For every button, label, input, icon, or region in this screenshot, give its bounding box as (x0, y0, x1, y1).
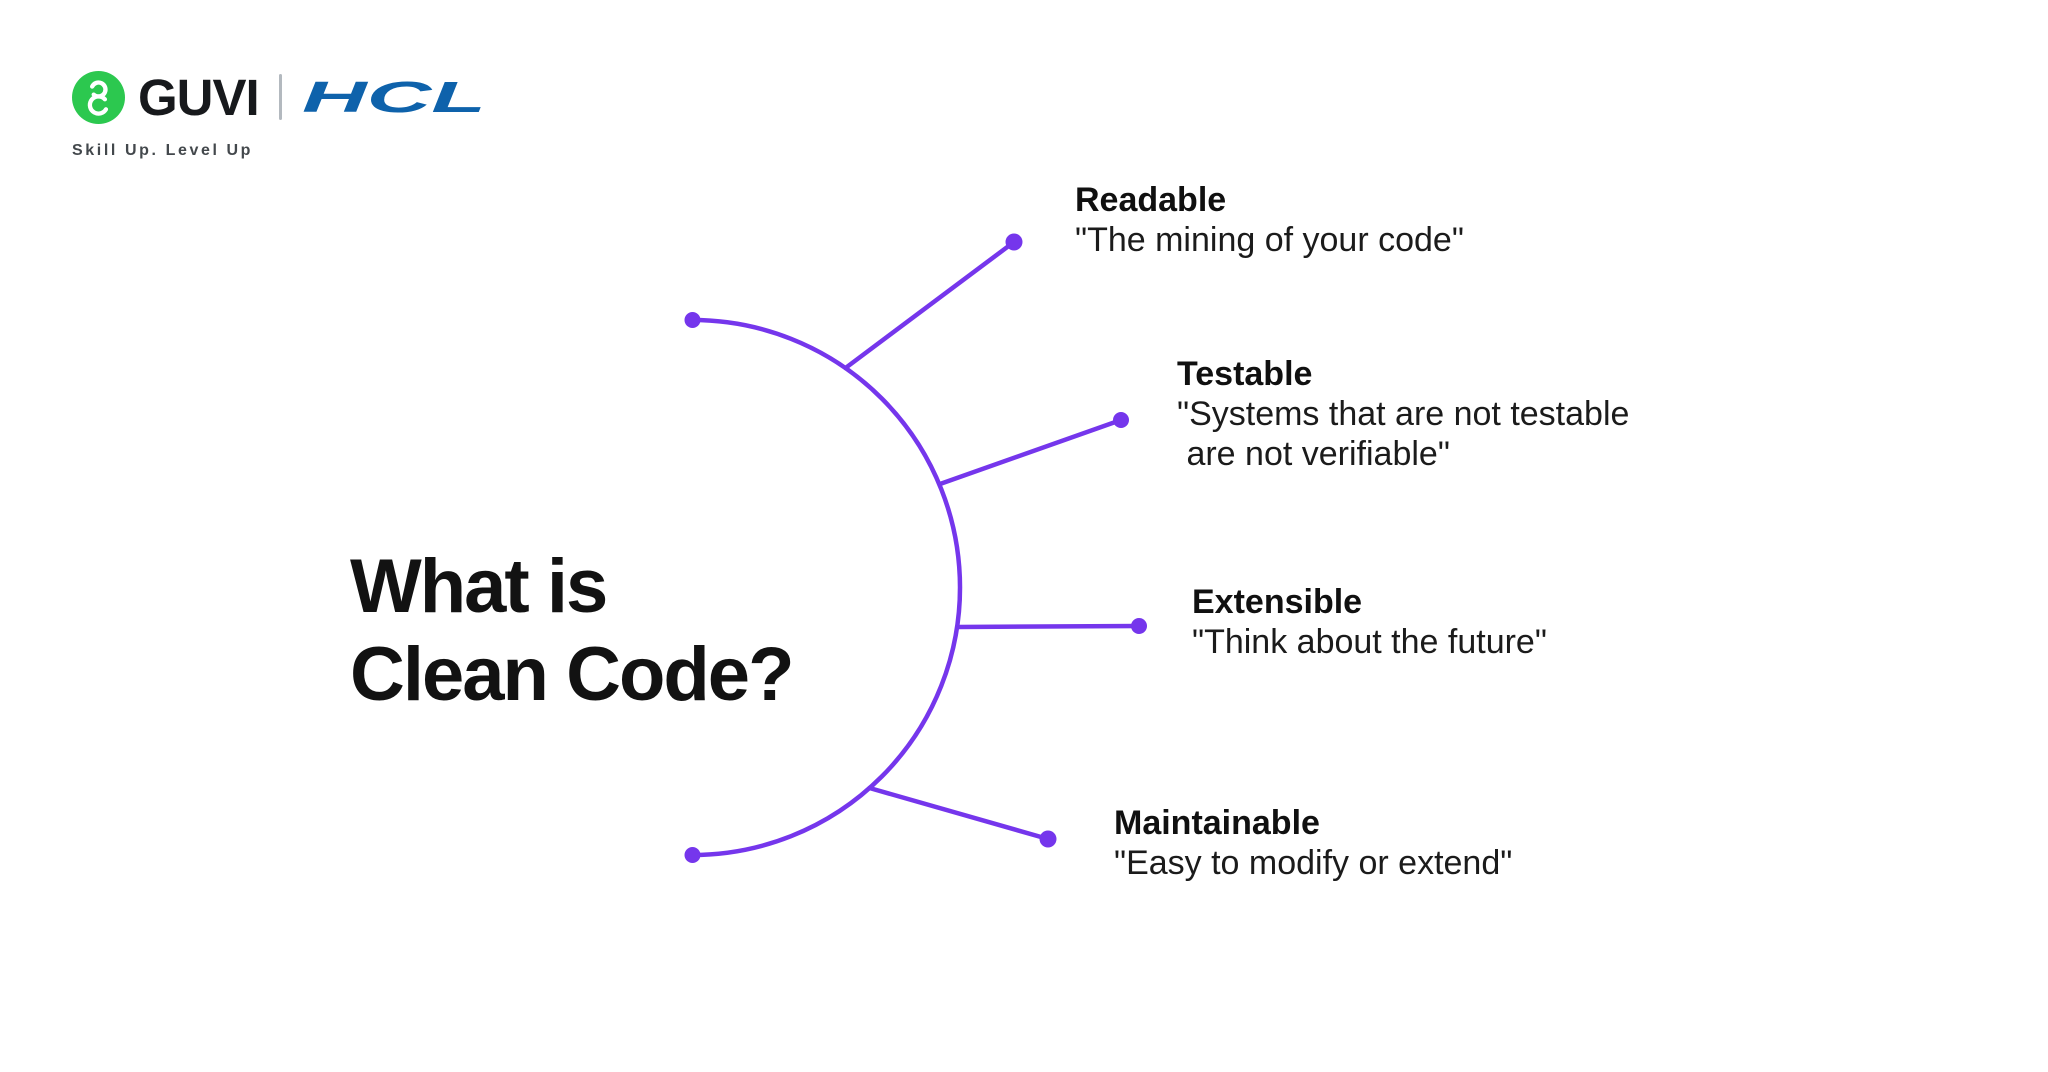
logo-divider (278, 74, 282, 120)
arc-end-dot-bottom (684, 847, 701, 863)
item-testable: Testable "Systems that are not testable … (1177, 354, 1629, 474)
guvi-g-bottom-loop (87, 93, 110, 116)
logo-tagline: Skill Up. Level Up (72, 142, 254, 159)
node-dot-extensible (1131, 618, 1147, 634)
item-extensible-label: Extensible (1192, 583, 1363, 621)
node-dot-testable (1113, 412, 1129, 428)
logo-row: GUVI HCL (72, 68, 492, 126)
branch-line-testable (937, 417, 1124, 487)
node-dot-maintainable (1039, 830, 1057, 848)
branch-line-readable (843, 239, 1017, 371)
item-maintainable-quote: "Easy to modify or extend" (1114, 844, 1513, 882)
branch-line-extensible (955, 623, 1142, 630)
item-extensible: Extensible "Think about the future" (1192, 582, 1547, 662)
item-testable-label: Testable (1177, 355, 1313, 393)
guvi-wordmark: GUVI (138, 68, 260, 126)
logo-lockup: GUVI HCL Skill Up. Level Up (72, 68, 492, 160)
arc-end-dot-top (684, 312, 701, 328)
node-dot-readable (1005, 233, 1023, 251)
arc-curve (690, 317, 963, 858)
item-readable-quote: "The mining of your code" (1075, 221, 1464, 259)
guvi-logo-icon (72, 70, 125, 124)
hcl-logo: HCL (302, 73, 486, 122)
branch-line-maintainable (867, 785, 1051, 842)
item-maintainable: Maintainable "Easy to modify or extend" (1114, 803, 1512, 883)
page-title-line-2: Clean Code? (350, 631, 794, 717)
item-readable-label: Readable (1075, 181, 1227, 219)
item-testable-quote: "Systems that are not testable are not v… (1177, 395, 1630, 473)
item-maintainable-label: Maintainable (1114, 804, 1320, 842)
page-title-line-1: What is (350, 543, 608, 629)
page-title: What is Clean Code? (350, 543, 794, 719)
item-readable: Readable "The mining of your code" (1075, 180, 1464, 260)
hcl-wordmark: HCL (302, 73, 486, 122)
item-extensible-quote: "Think about the future" (1192, 623, 1547, 661)
